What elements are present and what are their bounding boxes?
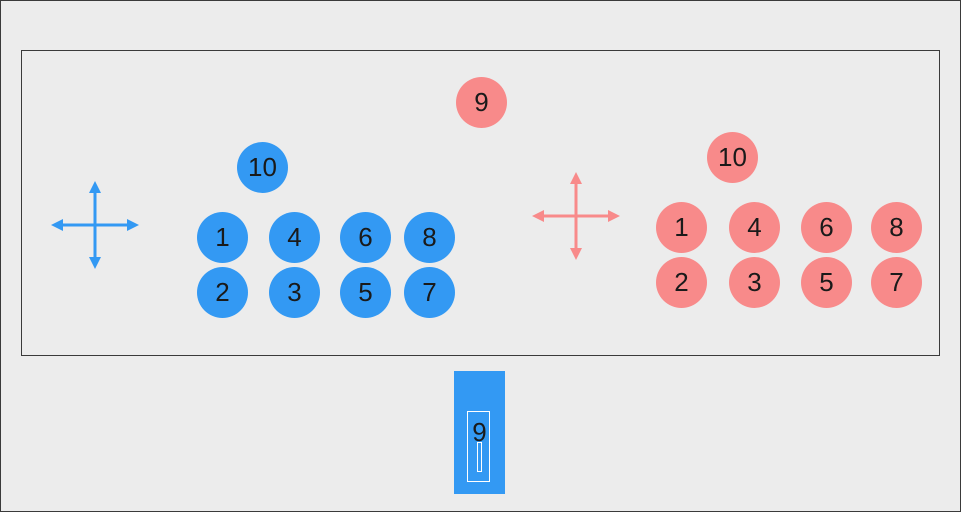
red-token-2[interactable]: 2 xyxy=(656,257,707,308)
blue-token-10[interactable]: 10 xyxy=(237,142,288,193)
red-token-4[interactable]: 4 xyxy=(729,202,780,253)
red-token-8[interactable]: 8 xyxy=(871,202,922,253)
blue-token-1[interactable]: 1 xyxy=(197,212,248,263)
blue-token-8[interactable]: 8 xyxy=(404,212,455,263)
pole-label: 9 xyxy=(472,417,487,447)
red-token-3[interactable]: 3 xyxy=(729,257,780,308)
red-token-6[interactable]: 6 xyxy=(801,202,852,253)
blue-token-5[interactable]: 5 xyxy=(340,267,391,318)
red-move-arrows-icon xyxy=(532,172,620,260)
blue-move-arrows-icon xyxy=(51,181,139,269)
blue-token-3[interactable]: 3 xyxy=(269,267,320,318)
pole-slot[interactable]: 9 xyxy=(454,371,505,494)
pole-slot-inner xyxy=(477,442,482,472)
field-board xyxy=(21,50,940,356)
red-token-5[interactable]: 5 xyxy=(801,257,852,308)
red-token-10[interactable]: 10 xyxy=(707,132,758,183)
red-token-7[interactable]: 7 xyxy=(871,257,922,308)
blue-token-4[interactable]: 4 xyxy=(269,212,320,263)
blue-token-6[interactable]: 6 xyxy=(340,212,391,263)
pole-slot-frame xyxy=(467,411,490,482)
blue-token-7[interactable]: 7 xyxy=(404,267,455,318)
red-token-9[interactable]: 9 xyxy=(456,77,507,128)
red-token-1[interactable]: 1 xyxy=(656,202,707,253)
blue-token-2[interactable]: 2 xyxy=(197,267,248,318)
